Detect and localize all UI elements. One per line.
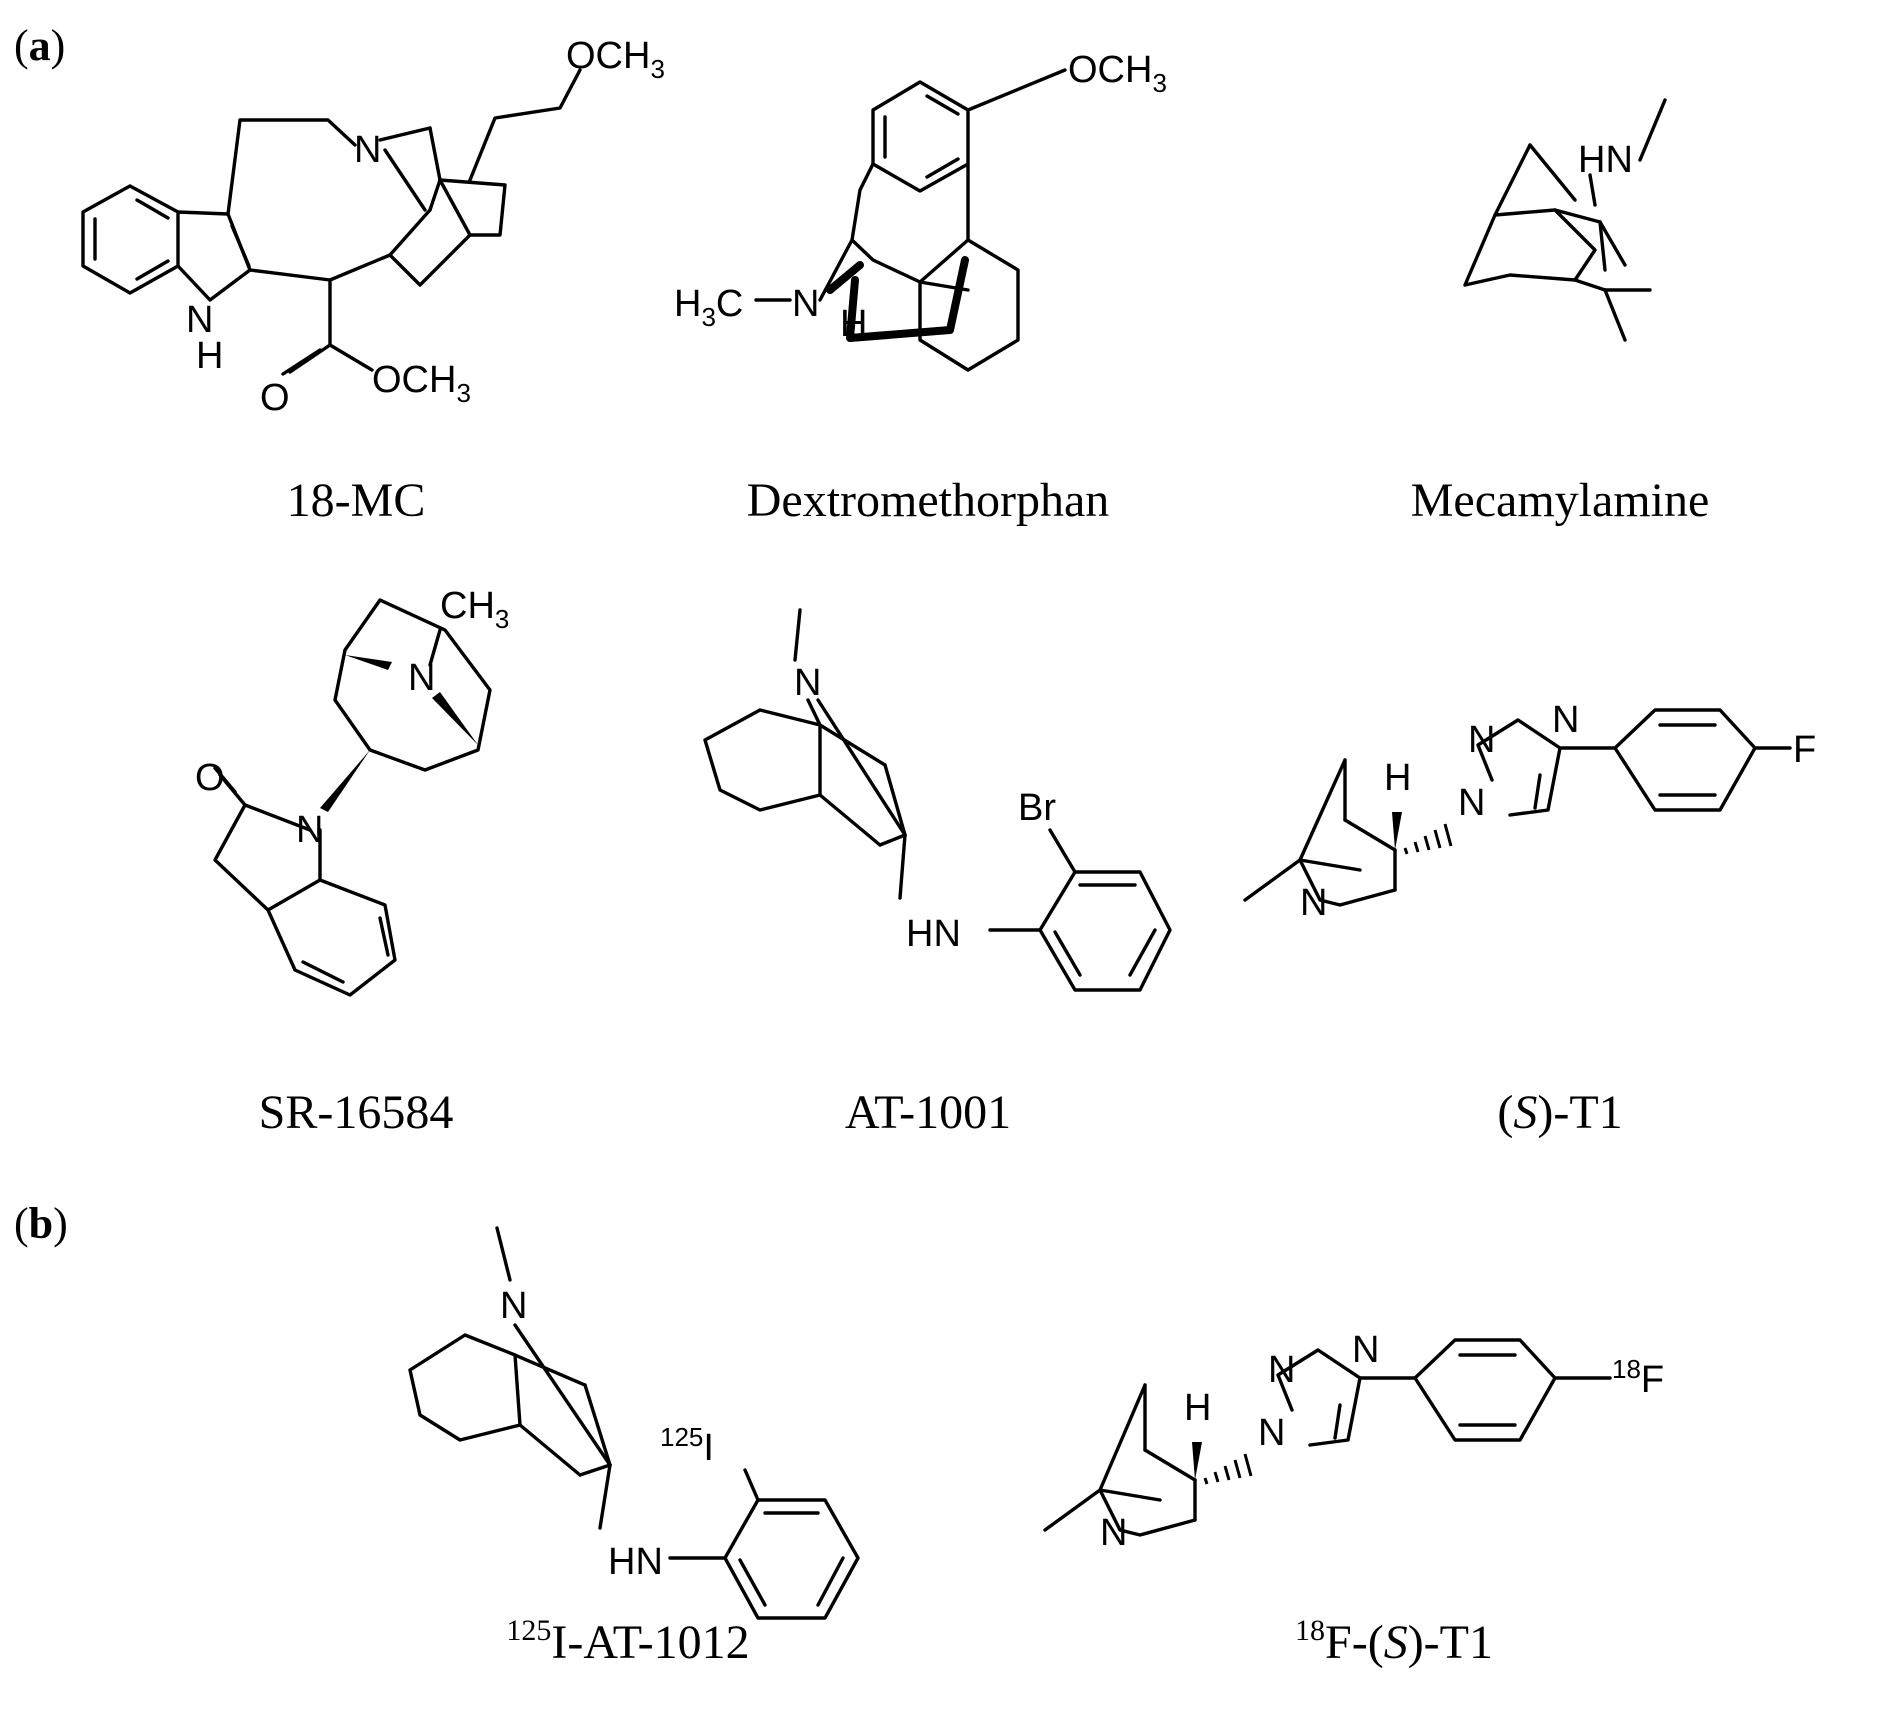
- structure-dextromethorphan: H3C N H OCH3: [674, 49, 1167, 372]
- structure-125i-at-1012: N HN 125I: [408, 1226, 860, 1620]
- atom-n: N: [500, 1285, 527, 1327]
- atom-ester-och3: OCH3: [372, 359, 471, 408]
- atom-n: N: [794, 662, 821, 704]
- atom-hn: HN: [906, 913, 961, 955]
- atom-chain-och3: OCH3: [566, 35, 665, 84]
- compound-label-s-t1: (S)-T1: [1497, 1086, 1622, 1139]
- atom-n-quinuclidine: N: [1300, 882, 1327, 924]
- atom-n-bridge: N: [408, 657, 435, 699]
- compound-label-sr-16584: SR-16584: [259, 1086, 454, 1139]
- atom-h3c: H3C: [674, 283, 743, 332]
- atom-h: H: [840, 303, 867, 345]
- compound-label-at-1001: AT-1001: [845, 1086, 1011, 1139]
- atom-hn: HN: [1578, 139, 1633, 181]
- atom-fluorine-18: 18F: [1612, 1354, 1664, 1401]
- atom-n-triazole-3: N: [1352, 1329, 1379, 1371]
- panel-label-a: (a): [14, 21, 65, 70]
- atom-ch3: CH3: [440, 585, 509, 634]
- compound-label-dextromethorphan: Dextromethorphan: [747, 474, 1110, 527]
- compound-label-18f-s-t1: 18F-(S)-T1: [1295, 1614, 1493, 1669]
- structure-sr-16584: N N O CH3: [195, 585, 509, 997]
- atom-carbonyl-o: O: [260, 377, 290, 419]
- atom-n-triazole-2: N: [1268, 1349, 1295, 1391]
- atom-n-quinuclidine: N: [1100, 1512, 1127, 1554]
- compound-label-18-mc: 18-MC: [287, 474, 426, 527]
- atom-n-lactam: N: [296, 809, 323, 851]
- atom-iodine-125: 125I: [660, 1422, 714, 1469]
- atom-o: O: [195, 757, 225, 799]
- atom-h: H: [1184, 1387, 1211, 1429]
- structure-18-mc: N N H O OCH3 OCH3: [81, 35, 665, 419]
- structure-at-1001: N HN Br: [703, 608, 1172, 992]
- atom-h: H: [1384, 757, 1411, 799]
- structure-18f-s-t1: N H N N N 18F: [1043, 1329, 1664, 1554]
- structure-s-t1: N H N N N F: [1243, 699, 1816, 924]
- panel-label-b: (b): [14, 1199, 68, 1248]
- atom-och3: OCH3: [1068, 49, 1167, 98]
- atom-n: N: [792, 283, 819, 325]
- atom-hn: HN: [608, 1541, 663, 1583]
- structure-mecamylamine: HN: [1463, 98, 1667, 342]
- atom-f: F: [1793, 729, 1816, 771]
- atom-n-triazole-1: N: [1458, 782, 1485, 824]
- atom-n-triazole-3: N: [1552, 699, 1579, 741]
- atom-nh-n: N: [186, 299, 213, 341]
- atom-n-triazole-2: N: [1468, 719, 1495, 761]
- atom-nh-h: H: [196, 335, 223, 377]
- atom-n-triazole-1: N: [1258, 1412, 1285, 1454]
- atom-br: Br: [1018, 787, 1056, 829]
- atom-n: N: [354, 129, 381, 171]
- compound-label-125i-at-1012: 125I-AT-1012: [506, 1614, 749, 1669]
- compound-label-mecamylamine: Mecamylamine: [1411, 474, 1710, 527]
